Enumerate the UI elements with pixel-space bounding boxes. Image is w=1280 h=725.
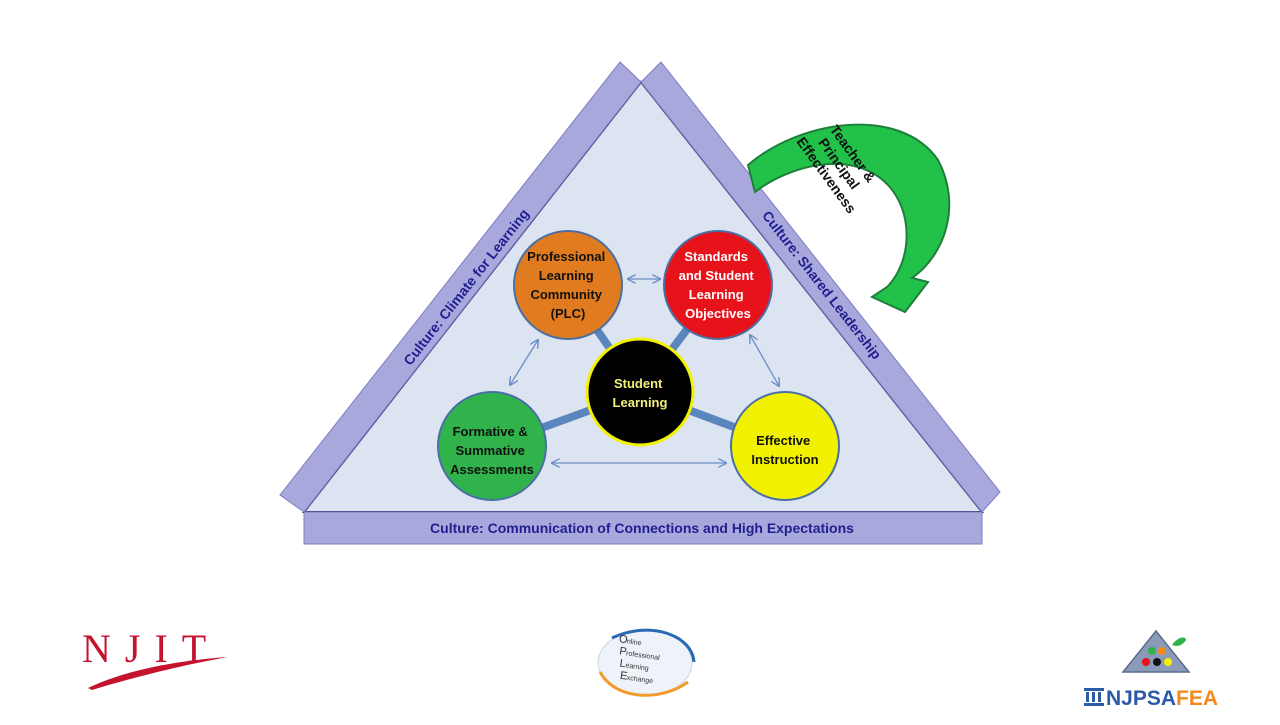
node-plc-line-1: Professional [527, 249, 605, 264]
connector-standards-instruction [750, 335, 779, 386]
node-plc: Professional Learning Community (PLC) [513, 230, 623, 340]
curved-arrow [746, 123, 951, 314]
node-formative-line-1: Formative & [453, 424, 528, 439]
bottom-band-label: Culture: Communication of Connections an… [430, 520, 854, 536]
ople-word-2: rofessional [626, 650, 661, 662]
node-instruction-line-2: Instruction [751, 452, 818, 467]
ople-logo: O nline P rofessional L earning E xchang… [597, 628, 696, 697]
node-plc-line-3: Community [530, 287, 602, 302]
njit-logo-text: NJIT [82, 626, 220, 671]
node-instruction-label: Effective Instruction [751, 433, 818, 467]
ople-word-3: earning [625, 662, 649, 672]
center-label: Student Learning [613, 376, 668, 410]
njpsa-dot-yellow [1164, 658, 1172, 666]
node-standards: Standards and Student Learning Objective… [663, 230, 773, 340]
njpsa-leaf [1172, 637, 1186, 646]
node-instruction-line-1: Effective [756, 433, 810, 448]
njpsa-dot-red [1142, 658, 1150, 666]
ople-swoosh-blue [611, 628, 696, 663]
node-standards-line-2: and Student [679, 268, 755, 283]
fea-text: FEA [1176, 687, 1218, 710]
njit-swoosh [88, 657, 228, 690]
node-formative-label: Formative & Summative Assessments [450, 424, 534, 477]
node-instruction-circle [730, 391, 840, 501]
njpsa-dot-black [1153, 658, 1161, 666]
node-standards-circle [663, 230, 773, 340]
node-student-learning: Student Learning [585, 337, 695, 447]
center-circle [585, 337, 695, 447]
bottom-culture-band [303, 511, 983, 545]
building-icon [1084, 688, 1104, 706]
node-standards-line-3: Learning [689, 287, 744, 302]
node-formative: Formative & Summative Assessments [437, 391, 547, 501]
connector-plc-formative [510, 340, 538, 385]
center-line-1: Student [614, 376, 663, 391]
node-formative-line-3: Assessments [450, 462, 534, 477]
ople-wordmark: O nline P rofessional L earning E xchang… [618, 633, 661, 686]
node-standards-line-4: Objectives [685, 306, 751, 321]
center-line-2: Learning [613, 395, 668, 410]
node-standards-label: Standards and Student Learning Objective… [679, 249, 758, 321]
njpsa-dot-orange [1158, 647, 1166, 655]
njpsa-triangle [1121, 629, 1191, 673]
node-plc-circle [513, 230, 623, 340]
ople-swoosh-orange [598, 671, 689, 697]
node-formative-circle [437, 391, 547, 501]
njit-logo: NJIT [82, 626, 228, 690]
node-instruction: Effective Instruction [730, 391, 840, 501]
node-plc-line-2: Learning [539, 268, 594, 283]
node-plc-label: Professional Learning Community (PLC) [527, 249, 609, 321]
node-formative-line-2: Summative [456, 443, 525, 458]
ople-letter-e: E [619, 670, 628, 683]
ople-letter-l: L [619, 658, 627, 671]
node-plc-line-4: (PLC) [551, 306, 586, 321]
njpsa-wordmark: NJPSAFEA [1106, 687, 1218, 710]
njpsa-text: NJPSA [1106, 687, 1176, 710]
ople-word-4: xchange [626, 675, 653, 686]
ople-word-1: nline [626, 638, 642, 647]
ople-letter-o: O [618, 633, 629, 646]
ople-letter-p: P [619, 645, 628, 658]
node-standards-line-1: Standards [684, 249, 748, 264]
njpsa-logo: NJPSAFEA [1084, 629, 1218, 710]
njpsa-dot-green [1148, 647, 1156, 655]
